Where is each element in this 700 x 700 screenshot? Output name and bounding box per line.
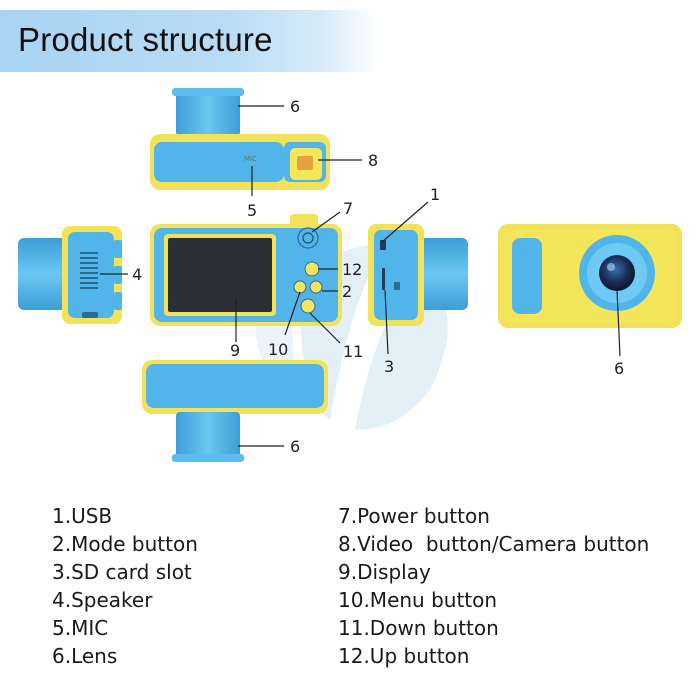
legend-item: 2.Mode button — [52, 532, 198, 556]
camera-top-view: MIC — [150, 88, 330, 190]
callout-4: 4 — [132, 265, 142, 284]
parts-legend: 1.USB 2.Mode button 3.SD card slot 4.Spe… — [0, 502, 700, 692]
display-screen — [168, 238, 272, 312]
camera-back-view — [150, 214, 342, 326]
page-title: Product structure — [18, 21, 273, 58]
legend-column-left: 1.USB 2.Mode button 3.SD card slot 4.Spe… — [52, 502, 198, 670]
callout-5: 5 — [247, 201, 257, 220]
legend-item: 12.Up button — [338, 644, 470, 668]
header-banner: Product structure — [0, 10, 380, 72]
callout-9: 9 — [230, 341, 240, 360]
usb-port — [380, 240, 386, 250]
camera-right-view — [368, 224, 468, 326]
down-button — [300, 298, 316, 314]
callout-12: 12 — [342, 260, 362, 279]
product-diagram: MIC — [18, 88, 682, 462]
legend-item: 1.USB — [52, 504, 113, 528]
sd-card-slot — [382, 268, 385, 290]
legend-item: 9.Display — [338, 560, 431, 584]
callout-10: 10 — [268, 340, 288, 359]
menu-button — [293, 280, 307, 294]
speaker-grille — [80, 252, 98, 289]
mic-label: MIC — [244, 155, 257, 163]
legend-item: 11.Down button — [338, 616, 499, 640]
callout-6-top: 6 — [290, 97, 300, 116]
camera-front-view — [498, 224, 682, 328]
callout-2: 2 — [342, 282, 352, 301]
up-button — [304, 261, 320, 277]
camera-left-view — [18, 226, 122, 324]
legend-item: 6.Lens — [52, 644, 118, 668]
power-button — [297, 227, 319, 249]
callout-7: 7 — [343, 199, 353, 218]
leader-lines — [100, 105, 621, 447]
callout-3: 3 — [384, 357, 394, 376]
callout-1: 1 — [430, 185, 440, 204]
callout-6-right: 6 — [614, 359, 624, 378]
legend-item: 10.Menu button — [338, 588, 498, 612]
lens-glass — [599, 255, 635, 291]
callout-11: 11 — [343, 342, 363, 361]
legend-item: 3.SD card slot — [52, 560, 192, 584]
callout-8: 8 — [368, 151, 378, 170]
legend-item: 4.Speaker — [52, 588, 153, 612]
legend-item: 7.Power button — [338, 504, 490, 528]
legend-item: 8.Video button/Camera button — [338, 532, 650, 556]
legend-item: 5.MIC — [52, 616, 109, 640]
legend-column-right: 7.Power button 8.Video button/Camera but… — [338, 502, 649, 670]
camera-bottom-view — [142, 360, 328, 462]
mode-button — [309, 280, 323, 294]
callout-6-bottom: 6 — [290, 437, 300, 456]
